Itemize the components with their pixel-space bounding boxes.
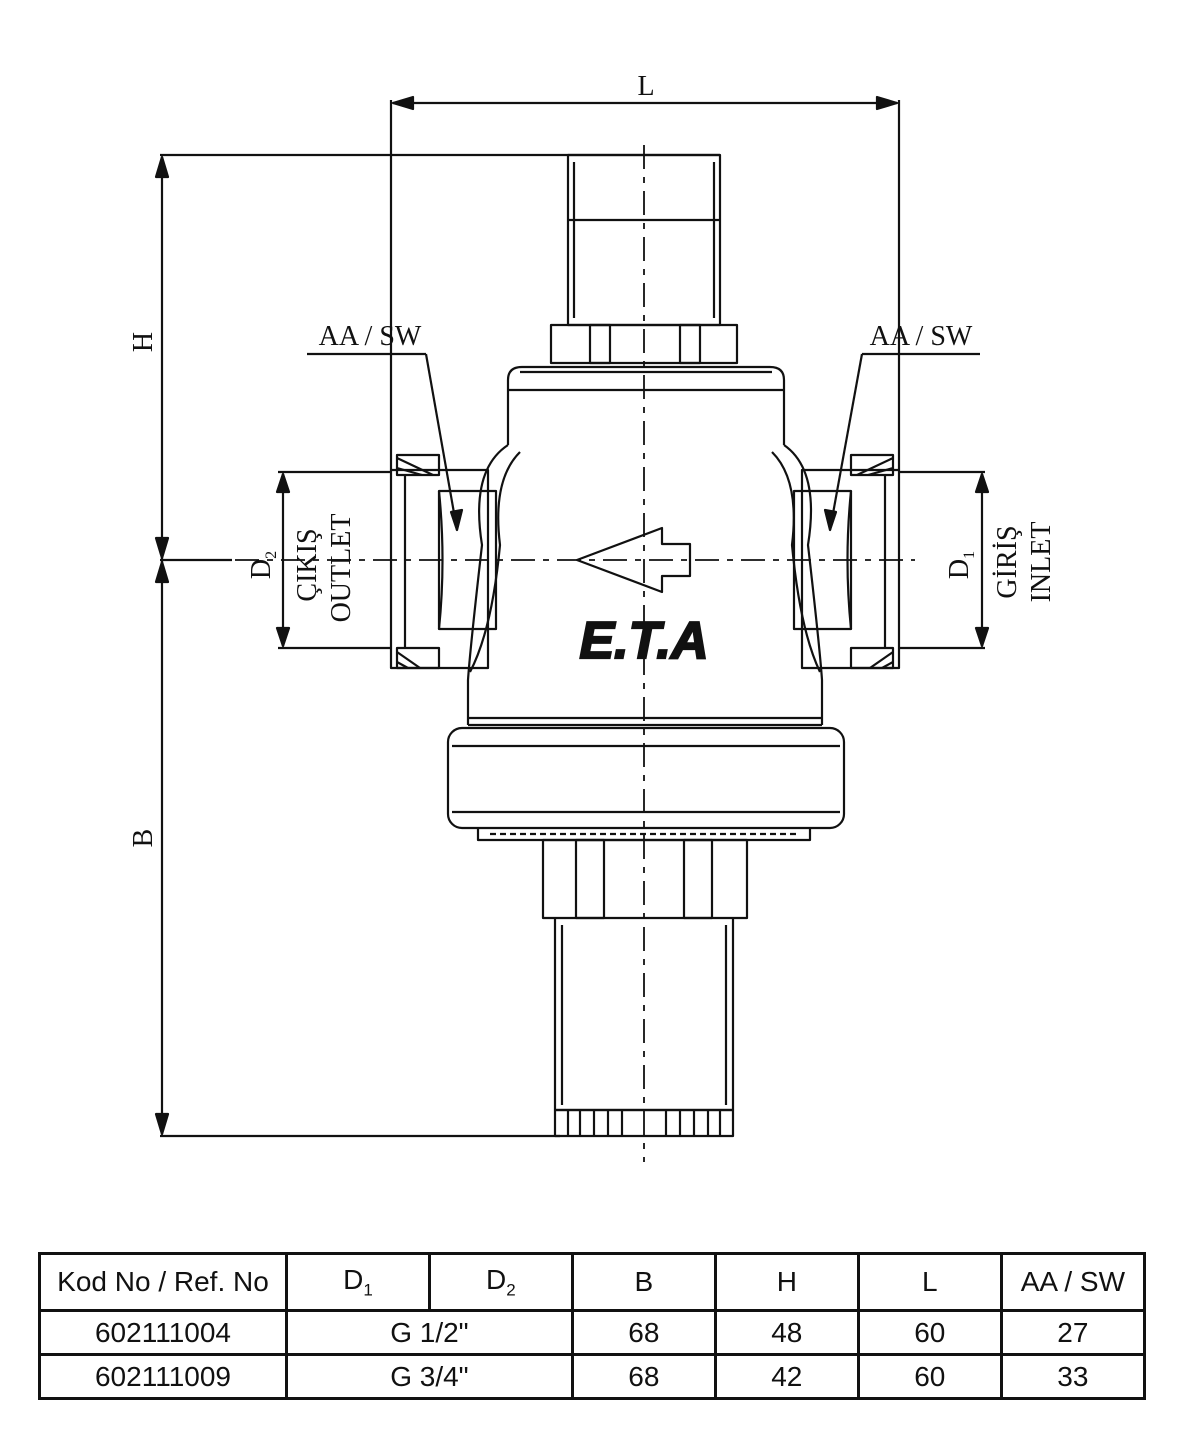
- cell-b: 68: [570, 1353, 717, 1400]
- dim-L-label: L: [637, 71, 654, 102]
- svg-text:D1: D1: [944, 551, 978, 579]
- dimension-H-B: [154, 153, 720, 1138]
- inlet-label-en: INLET: [1026, 522, 1057, 603]
- table-row: 602111009 G 3/4" 68 42 60 33: [38, 1353, 1147, 1400]
- table-row: 602111004 G 1/2" 68 48 60 27: [38, 1309, 1147, 1356]
- header-d1-sub: 1: [363, 1280, 373, 1300]
- dimension-L: [389, 95, 901, 470]
- cell-aa: 33: [999, 1353, 1147, 1400]
- outlet-dim-letter: D: [246, 559, 277, 579]
- header-aa: AA / SW: [999, 1252, 1147, 1312]
- lower-hex: [541, 838, 749, 920]
- outlet-port: [389, 453, 498, 670]
- outlet-dim-sub: 2: [263, 551, 280, 559]
- inlet-port: [792, 453, 901, 670]
- cell-size: G 3/4": [284, 1353, 574, 1400]
- svg-text:D2: D2: [246, 551, 280, 579]
- valve-technical-drawing: L H B AA / SW AA / SW D2 D1 ÇIKIŞ OUTLET…: [128, 71, 1057, 1162]
- header-d2-letter: D: [486, 1263, 507, 1295]
- outlet-label-en: OUTLET: [326, 514, 357, 623]
- header-d2-sub: 2: [506, 1280, 516, 1300]
- dimension-table: Kod No / Ref. No D1 D2 B H L AA / SW 602…: [38, 1252, 1147, 1400]
- header-d2: D2: [427, 1252, 574, 1312]
- cell-l: 60: [856, 1353, 1003, 1400]
- cell-code: 602111009: [38, 1353, 288, 1400]
- header-b: B: [570, 1252, 717, 1312]
- cell-b: 68: [570, 1309, 717, 1356]
- cell-h: 42: [713, 1353, 860, 1400]
- right-wrench-label: AA / SW: [870, 321, 973, 352]
- cell-aa: 27: [999, 1309, 1147, 1356]
- brand-logo: E.T.A: [579, 612, 708, 670]
- cell-l: 60: [856, 1309, 1003, 1356]
- header-code: Kod No / Ref. No: [38, 1252, 288, 1312]
- left-wrench-label: AA / SW: [319, 321, 422, 352]
- header-d1: D1: [284, 1252, 431, 1312]
- valve-body: [466, 444, 824, 727]
- inlet-label-tr: GİRİŞ: [992, 525, 1023, 598]
- outlet-label-tr: ÇIKIŞ: [292, 528, 323, 601]
- cell-h: 48: [713, 1309, 860, 1356]
- dim-B-label: B: [128, 829, 159, 848]
- dim-H-label: H: [128, 332, 159, 352]
- header-h: H: [713, 1252, 860, 1312]
- table-header-row: Kod No / Ref. No D1 D2 B H L AA / SW: [38, 1252, 1147, 1312]
- bottom-knurled-plug: [553, 1108, 735, 1138]
- header-l: L: [856, 1252, 1003, 1312]
- inlet-dim-sub: 1: [961, 551, 978, 559]
- bonnet: [506, 365, 786, 445]
- wrench-size-leaders: [307, 352, 980, 532]
- header-d1-letter: D: [343, 1263, 364, 1295]
- inlet-dim-letter: D: [944, 559, 975, 579]
- cell-size: G 1/2": [284, 1309, 574, 1356]
- top-hex-nut: [549, 323, 739, 365]
- inlet-diameter-label: D1: [944, 551, 978, 579]
- lower-ring: [446, 726, 846, 842]
- cell-code: 602111004: [38, 1309, 288, 1356]
- port-diameter-dims: [275, 470, 990, 650]
- outlet-diameter-label: D2: [246, 551, 280, 579]
- flow-direction-arrow: [575, 526, 692, 594]
